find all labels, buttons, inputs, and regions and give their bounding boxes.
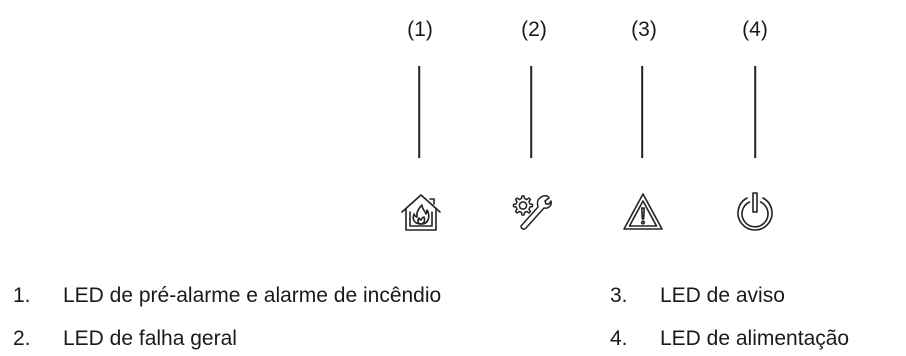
leader-line-1 [418,66,420,158]
leader-line-4 [754,66,756,158]
leader-line-2 [530,66,532,158]
legend-item-2: 2. LED de falha geral [13,327,237,351]
legend-text: LED de falha geral [63,327,237,350]
leader-line-3 [641,66,643,158]
legend-item-3: 3. LED de aviso [610,284,785,308]
legend-number: 3. [610,284,628,307]
callout-2: (2) [521,18,547,41]
legend-item-4: 4. LED de alimentação [610,327,849,351]
fire-alarm-icon [399,190,443,234]
legend-number: 2. [13,327,31,350]
callout-4: (4) [742,18,768,41]
legend-item-1: 1. LED de pré-alarme e alarme de incêndio [13,284,441,308]
fault-gear-wrench-icon [509,190,553,234]
legend-number: 4. [610,327,628,350]
legend-text: LED de alimentação [660,327,850,350]
legend-text: LED de aviso [660,284,785,307]
legend-text: LED de pré-alarme e alarme de incêndio [63,284,442,307]
power-icon [733,190,777,234]
callout-1: (1) [407,18,433,41]
warning-triangle-icon [621,190,665,234]
callout-3: (3) [631,18,657,41]
legend-number: 1. [13,284,31,307]
